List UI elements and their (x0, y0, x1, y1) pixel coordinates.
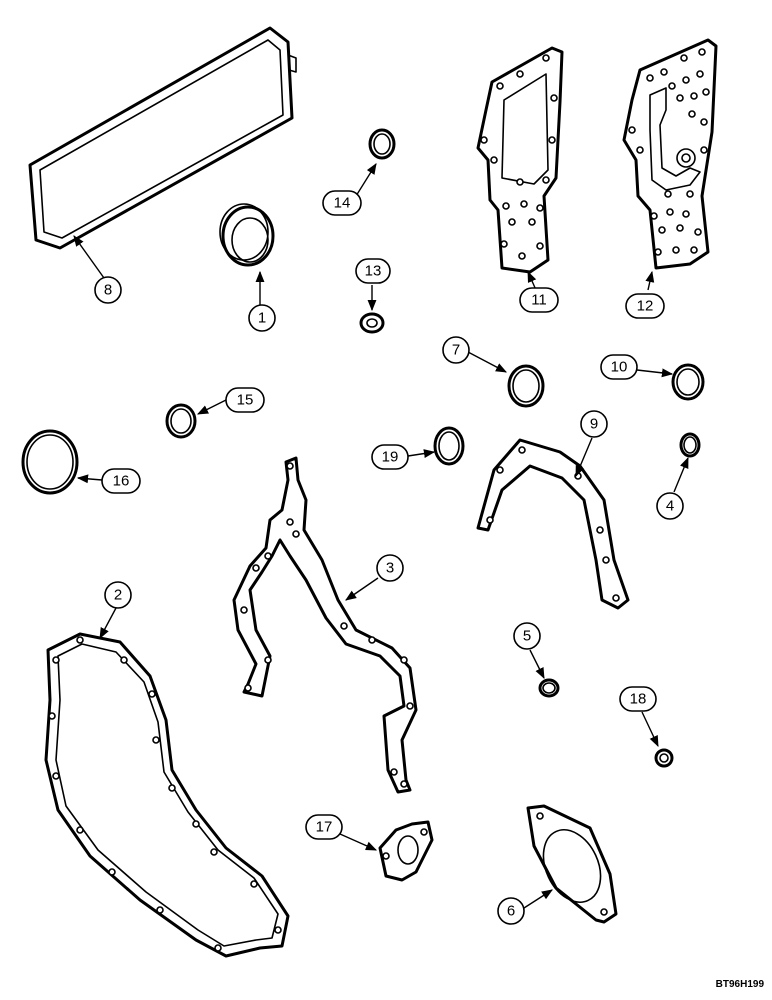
leader-7 (467, 351, 507, 373)
part-5-o-ring (538, 678, 560, 698)
callout-16: 16 (101, 468, 141, 494)
callout-18: 18 (619, 686, 657, 712)
part-9-arched-gasket (476, 438, 630, 610)
leader-16 (76, 474, 103, 484)
callout-label: 2 (114, 587, 122, 604)
callout-label: 17 (316, 819, 333, 836)
callout-12: 12 (625, 293, 665, 319)
callout-1: 1 (248, 304, 276, 332)
callout-label: 1 (258, 310, 266, 327)
callout-label: 12 (637, 298, 654, 315)
part-16-o-ring (21, 429, 79, 495)
callout-label: 15 (237, 392, 254, 409)
part-8-rocker-cover-gasket (28, 26, 297, 250)
callout-label: 3 (386, 560, 394, 577)
part-19-o-ring (433, 426, 465, 466)
part-1-crankshaft-seal (219, 203, 275, 267)
callout-11: 11 (519, 287, 559, 313)
callout-label: 10 (611, 359, 628, 376)
callout-4: 4 (656, 492, 684, 520)
callout-15: 15 (225, 387, 265, 413)
callout-label: 16 (113, 473, 130, 490)
figure-code: BT96H199 (715, 979, 764, 990)
callout-label: 18 (630, 691, 647, 708)
callout-label: 11 (531, 292, 547, 309)
leader-10 (636, 368, 674, 378)
leader-12 (645, 270, 655, 291)
part-2-gear-cover-gasket (44, 632, 290, 958)
callout-14: 14 (322, 190, 362, 216)
callout-label: 19 (382, 449, 399, 466)
part-13-seal-washer (359, 312, 385, 334)
leader-14 (355, 163, 377, 197)
leader-11 (527, 270, 537, 291)
part-17-flange-gasket (378, 820, 434, 882)
part-6-flange-gasket (526, 804, 618, 924)
callout-label: 14 (334, 195, 351, 212)
leader-4 (673, 456, 689, 493)
leader-5 (529, 649, 545, 680)
callout-10: 10 (600, 354, 638, 380)
callout-17: 17 (305, 814, 343, 840)
leader-8 (73, 235, 105, 279)
part-11-plate-gasket (476, 46, 564, 274)
callout-6: 6 (497, 897, 525, 925)
callout-5: 5 (513, 622, 541, 650)
part-3-front-cover-gasket (232, 456, 418, 794)
part-7-o-ring (507, 364, 545, 408)
callout-label: 6 (507, 903, 515, 920)
part-14-o-ring (368, 128, 396, 160)
callout-label: 9 (590, 416, 598, 433)
part-18-seal (654, 748, 674, 768)
leader-2 (99, 607, 117, 639)
callout-9: 9 (580, 410, 608, 438)
callout-19: 19 (371, 444, 409, 470)
callout-label: 8 (104, 282, 112, 299)
leader-3 (345, 577, 379, 601)
callout-2: 2 (104, 581, 132, 609)
leader-19 (407, 449, 436, 458)
leader-lines (73, 163, 689, 909)
leader-18 (641, 711, 659, 748)
callout-label: 5 (523, 628, 531, 645)
part-4-seal (679, 432, 701, 458)
callout-8: 8 (94, 276, 122, 304)
leader-9 (575, 437, 593, 478)
callout-13: 13 (355, 258, 391, 284)
callout-label: 7 (452, 342, 460, 359)
callout-7: 7 (442, 336, 470, 364)
part-12-plate-gasket (622, 38, 718, 270)
part-10-o-ring (671, 363, 705, 401)
callout-label: 13 (365, 263, 382, 280)
leader-15 (196, 399, 227, 415)
leader-6 (523, 889, 553, 909)
callout-label: 4 (666, 498, 674, 515)
callout-3: 3 (376, 554, 404, 582)
leader-17 (339, 833, 378, 851)
part-15-o-ring (165, 403, 197, 439)
